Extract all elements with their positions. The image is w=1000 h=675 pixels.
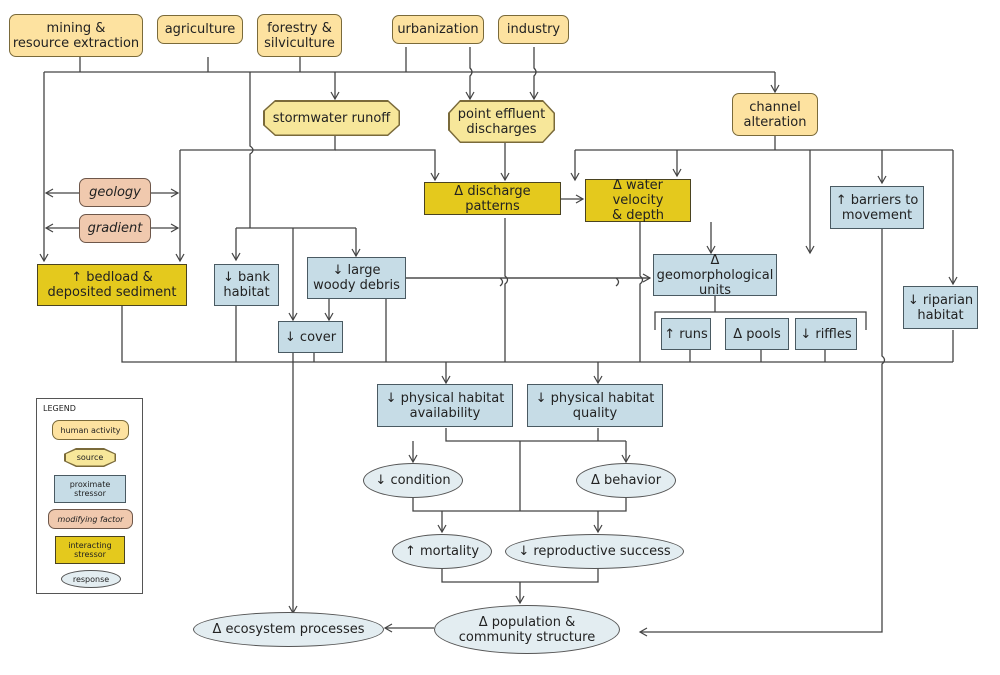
node-label: Δ pools (733, 326, 781, 342)
node-riffles: ↓ riffles (795, 318, 857, 350)
node-condition: ↓ condition (363, 463, 463, 498)
node-discharge-patterns: Δ discharge patterns (424, 182, 561, 215)
node-channel-alteration: channel alteration (732, 93, 818, 136)
node-label: ↑ mortality (404, 544, 480, 559)
node-bank-habitat: ↓ bank habitat (214, 264, 279, 306)
node-label: Δ population & community structure (458, 614, 596, 645)
node-label: Δ discharge patterns (454, 183, 531, 214)
node-label: Δ geomorphological units (656, 252, 774, 298)
connector (639, 222, 644, 362)
node-label: ↓ cover (284, 329, 337, 345)
connector (406, 277, 650, 287)
node-label: ↑ bedload & deposited sediment (47, 270, 177, 300)
node-label: ↓ condition (375, 473, 451, 488)
legend: LEGEND human activity source proximate s… (36, 398, 143, 594)
node-label: geology (89, 185, 141, 200)
legend-source: source (64, 448, 116, 467)
node-label: stormwater runoff (272, 110, 391, 126)
node-label: industry (506, 22, 561, 37)
node-label: ↓ reproductive success (518, 544, 671, 559)
connector (689, 350, 826, 362)
node-label: ↓ riffles (800, 326, 852, 342)
legend-label: proximate stressor (69, 480, 111, 498)
legend-title: LEGEND (43, 404, 76, 413)
node-bedload: ↑ bedload & deposited sediment (37, 264, 187, 306)
connector (654, 296, 867, 330)
legend-modifying-factor: modifying factor (48, 509, 133, 529)
connector (638, 229, 886, 637)
node-riparian-habitat: ↓ riparian habitat (903, 286, 978, 329)
node-water-velocity: Δ water velocity & depth (585, 178, 691, 223)
node-habitat-quality: ↓ physical habitat quality (527, 384, 663, 427)
node-label: ↓ riparian habitat (907, 292, 974, 323)
node-mining: mining & resource extraction (9, 14, 143, 57)
legend-label: interacting stressor (68, 541, 112, 559)
connector (79, 47, 407, 72)
legend-interacting-stressor: interacting stressor (55, 536, 125, 564)
connector (441, 568, 599, 603)
node-label: ↓ large woody debris (313, 263, 400, 293)
connector (504, 218, 509, 362)
legend-human-activity: human activity (52, 420, 129, 440)
connector (529, 47, 539, 101)
node-behavior: Δ behavior (576, 463, 676, 498)
node-point-effluent: point effluent discharges (448, 100, 555, 143)
legend-label: response (72, 574, 110, 584)
node-label: ↑ barriers to movement (835, 192, 919, 223)
node-label: ↓ physical habitat quality (535, 390, 655, 421)
node-population-community: Δ population & community structure (434, 605, 620, 654)
connector (465, 47, 475, 101)
connector (335, 149, 440, 182)
node-label: forestry & silviculture (264, 20, 335, 51)
node-reproductive-success: ↓ reproductive success (505, 534, 684, 569)
node-geomorphological-units: Δ geomorphological units (653, 252, 777, 298)
legend-proximate-stressor: proximate stressor (54, 475, 126, 503)
node-geology: geology (79, 178, 151, 207)
node-stormwater-runoff: stormwater runoff (263, 100, 400, 136)
node-label: Δ behavior (590, 473, 662, 488)
node-label: gradient (87, 221, 143, 236)
node-label: Δ water velocity & depth (611, 178, 665, 223)
node-mortality: ↑ mortality (392, 534, 492, 569)
node-barriers-to-movement: ↑ barriers to movement (830, 186, 924, 229)
connector (445, 428, 626, 511)
node-cover: ↓ cover (278, 321, 343, 353)
node-ecosystem-processes: Δ ecosystem processes (193, 612, 384, 647)
node-pools: Δ pools (725, 318, 789, 350)
node-habitat-availability: ↓ physical habitat availability (377, 384, 513, 427)
node-label: Δ ecosystem processes (212, 622, 365, 637)
node-label: agriculture (164, 22, 236, 37)
legend-response: response (61, 570, 121, 588)
connector (121, 305, 953, 363)
node-runs: ↑ runs (661, 318, 711, 350)
connector (235, 298, 387, 362)
legend-label: human activity (60, 425, 121, 435)
connector (180, 136, 336, 151)
legend-label: source (76, 453, 104, 462)
node-label: point effluent discharges (457, 106, 546, 137)
node-label: mining & resource extraction (12, 20, 140, 51)
node-urbanization: urbanization (392, 15, 484, 44)
node-label: ↓ bank habitat (222, 270, 270, 300)
node-label: ↑ runs (664, 326, 708, 342)
connector (412, 497, 627, 512)
node-label: ↓ physical habitat availability (385, 390, 505, 421)
node-agriculture: agriculture (157, 15, 243, 44)
node-large-woody-debris: ↓ large woody debris (307, 257, 406, 299)
node-industry: industry (498, 15, 569, 44)
node-forestry: forestry & silviculture (257, 14, 342, 57)
legend-label: modifying factor (57, 514, 124, 524)
node-label: channel alteration (743, 99, 807, 130)
node-gradient: gradient (79, 214, 151, 243)
node-label: urbanization (397, 22, 479, 37)
